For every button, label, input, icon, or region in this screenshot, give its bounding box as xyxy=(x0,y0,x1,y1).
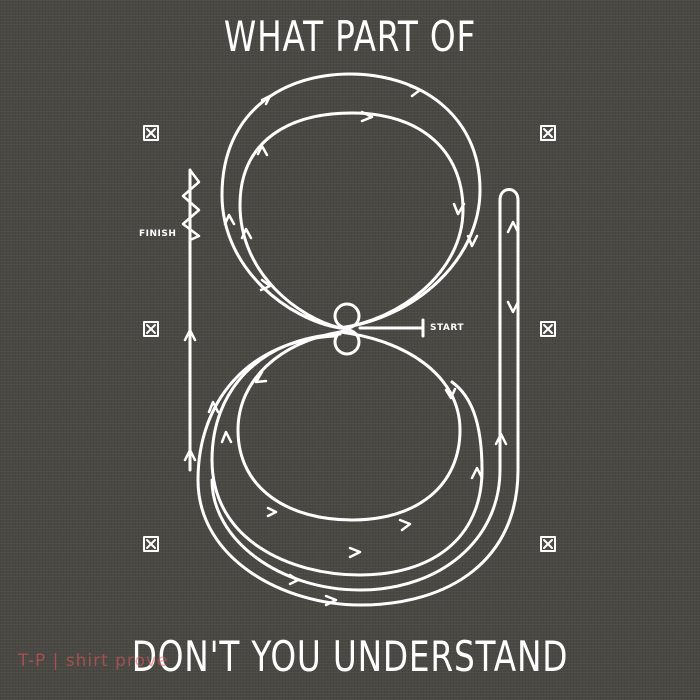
start-label: START xyxy=(430,323,465,333)
boxed-x-icon xyxy=(143,125,159,141)
boxed-x-icon xyxy=(540,125,556,141)
headline-top: WHAT PART OF xyxy=(223,12,477,61)
watermark: T-P | shirt prove xyxy=(18,651,169,671)
boxed-x-icon xyxy=(143,321,159,337)
headline-bottom: DON'T YOU UNDERSTAND xyxy=(131,632,569,681)
boxed-x-icon xyxy=(540,536,556,552)
knot-top-ring xyxy=(333,302,361,330)
boxed-x-icon xyxy=(540,321,556,337)
knot-bottom-ring xyxy=(333,328,361,356)
zigzag-icon xyxy=(181,168,201,242)
boxed-x-icon xyxy=(143,536,159,552)
upper-inner-loop xyxy=(238,111,465,330)
upper-outer-loop xyxy=(220,72,482,330)
arrow-head-icon xyxy=(183,84,520,607)
lower-outer-loop xyxy=(196,188,520,607)
lower-mid-loop xyxy=(210,332,484,577)
lower-inner-loop xyxy=(236,330,462,522)
finish-label: FINISH xyxy=(139,229,177,239)
